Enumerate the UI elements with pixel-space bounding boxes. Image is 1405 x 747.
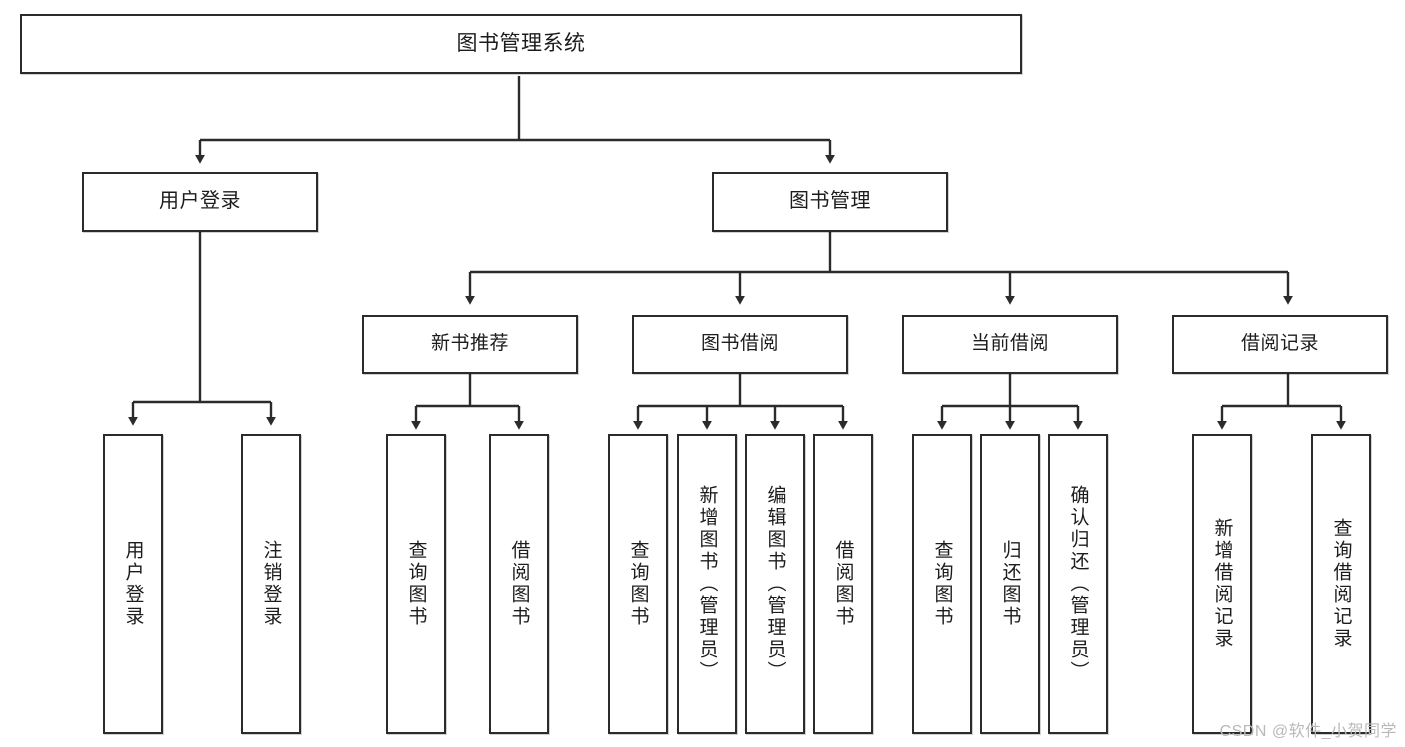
node-leaf-confirm-return[interactable]: 确认归还（管理员） (1048, 434, 1108, 734)
node-leaf-edit-book[interactable]: 编辑图书（管理员） (745, 434, 805, 734)
node-borrow-record[interactable]: 借阅记录 (1172, 315, 1388, 374)
node-leaf-user-login[interactable]: 用户登录 (103, 434, 163, 734)
node-label: 新书推荐 (430, 333, 509, 355)
node-label: 当前借阅 (970, 333, 1049, 355)
node-label: 借阅图书 (832, 540, 854, 628)
node-label: 借阅图书 (508, 540, 530, 628)
node-label: 用户登录 (159, 190, 241, 213)
node-leaf-return-book[interactable]: 归还图书 (980, 434, 1040, 734)
node-label: 查询图书 (627, 540, 649, 628)
node-leaf-user-logout[interactable]: 注销登录 (241, 434, 301, 734)
node-leaf-query-book-3[interactable]: 查询图书 (912, 434, 972, 734)
node-leaf-add-book[interactable]: 新增图书（管理员） (677, 434, 737, 734)
node-label: 编辑图书（管理员） (764, 485, 786, 683)
node-label: 注销登录 (260, 540, 282, 628)
node-new-book-recommend[interactable]: 新书推荐 (362, 315, 578, 374)
node-root-system[interactable]: 图书管理系统 (20, 14, 1022, 74)
node-label: 查询图书 (931, 540, 953, 628)
node-label: 图书管理 (789, 190, 871, 213)
node-leaf-query-book-1[interactable]: 查询图书 (386, 434, 446, 734)
node-user-login[interactable]: 用户登录 (82, 172, 318, 232)
node-book-management[interactable]: 图书管理 (712, 172, 948, 232)
node-leaf-query-record[interactable]: 查询借阅记录 (1311, 434, 1371, 734)
watermark-text: CSDN @软件_小贺同学 (1219, 723, 1397, 740)
node-label: 查询借阅记录 (1330, 518, 1352, 650)
node-book-borrow[interactable]: 图书借阅 (632, 315, 848, 374)
node-label: 新增借阅记录 (1211, 518, 1233, 650)
node-current-borrow[interactable]: 当前借阅 (902, 315, 1118, 374)
node-label: 确认归还（管理员） (1067, 485, 1089, 683)
node-leaf-query-book-2[interactable]: 查询图书 (608, 434, 668, 734)
node-label: 查询图书 (405, 540, 427, 628)
node-label: 归还图书 (999, 540, 1021, 628)
node-label: 借阅记录 (1240, 333, 1319, 355)
node-label: 新增图书（管理员） (696, 485, 718, 683)
node-leaf-add-record[interactable]: 新增借阅记录 (1192, 434, 1252, 734)
node-leaf-borrow-book-1[interactable]: 借阅图书 (489, 434, 549, 734)
node-label: 图书管理系统 (456, 31, 586, 55)
node-label: 用户登录 (122, 540, 144, 628)
node-label: 图书借阅 (700, 333, 779, 355)
node-leaf-borrow-book-2[interactable]: 借阅图书 (813, 434, 873, 734)
